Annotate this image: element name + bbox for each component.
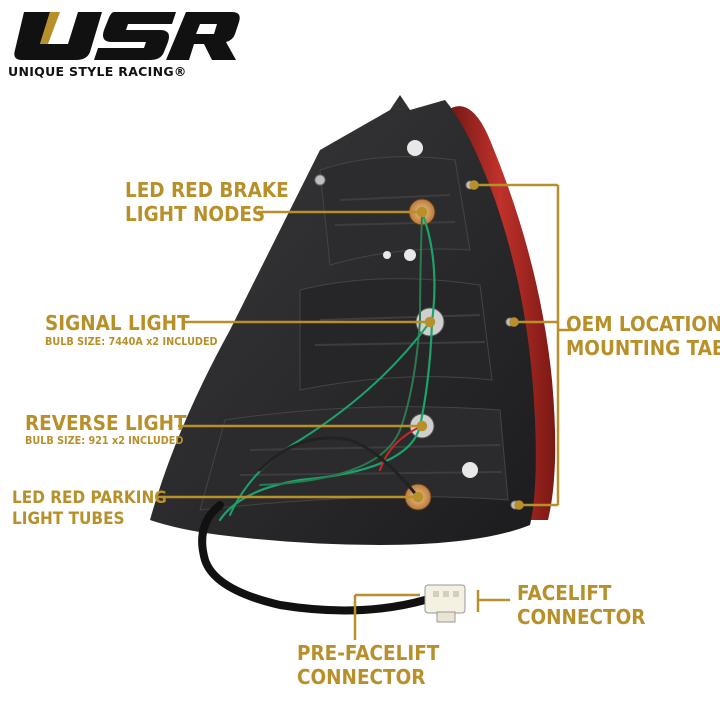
- callout-parking-line2: LIGHT TUBES: [12, 509, 125, 529]
- logo-accent-stripe: [40, 12, 60, 44]
- logo-letter-s: [94, 12, 176, 60]
- connector-plug: [424, 584, 466, 614]
- callout-reverse-sub: BULB SIZE: 921 x2 INCLUDED: [25, 435, 184, 447]
- callout-prefacelift: PRE-FACELIFT CONNECTOR: [297, 643, 439, 687]
- callout-prefacelift-line2: CONNECTOR: [297, 665, 426, 689]
- red-lens-strip: [445, 106, 556, 520]
- callout-brake-line2: LIGHT NODES: [125, 202, 266, 226]
- callout-oem-line2: MOUNTING TABS: [566, 336, 720, 360]
- callout-facelift-line1: FACELIFT: [517, 581, 612, 605]
- logo-letter-r: [166, 12, 240, 60]
- callout-reverse-title: REVERSE LIGHT: [25, 411, 187, 435]
- connector-cable: [198, 501, 429, 615]
- callout-parking-line1: LED RED PARKING: [12, 488, 167, 508]
- white-nodes: [383, 140, 478, 478]
- callout-brake-line1: LED RED BRAKE: [125, 178, 289, 202]
- callout-signal-sub: BULB SIZE: 7440A x2 INCLUDED: [45, 336, 218, 348]
- reflector-bottom: [199, 406, 509, 511]
- usr-logo: [14, 12, 240, 60]
- callout-signal-title: SIGNAL LIGHT: [45, 311, 190, 335]
- housing-ribs: [239, 194, 503, 476]
- leader-lines: [156, 180, 575, 640]
- callout-oem-line1: OEM LOCATION: [566, 312, 720, 336]
- logo-letter-u: [14, 12, 102, 60]
- callout-facelift-line2: CONNECTOR: [517, 605, 646, 629]
- callout-parking: LED RED PARKING LIGHT TUBES: [12, 490, 167, 528]
- brand-tagline: UNIQUE STYLE RACING®: [8, 64, 187, 79]
- reflector-middle: [299, 278, 493, 391]
- callout-oem: OEM LOCATION MOUNTING TABS: [566, 314, 720, 358]
- callout-brake-title: LED RED BRAKE LIGHT NODES: [125, 180, 289, 224]
- callout-prefacelift-line1: PRE-FACELIFT: [297, 641, 440, 665]
- callout-facelift: FACELIFT CONNECTOR: [517, 583, 645, 627]
